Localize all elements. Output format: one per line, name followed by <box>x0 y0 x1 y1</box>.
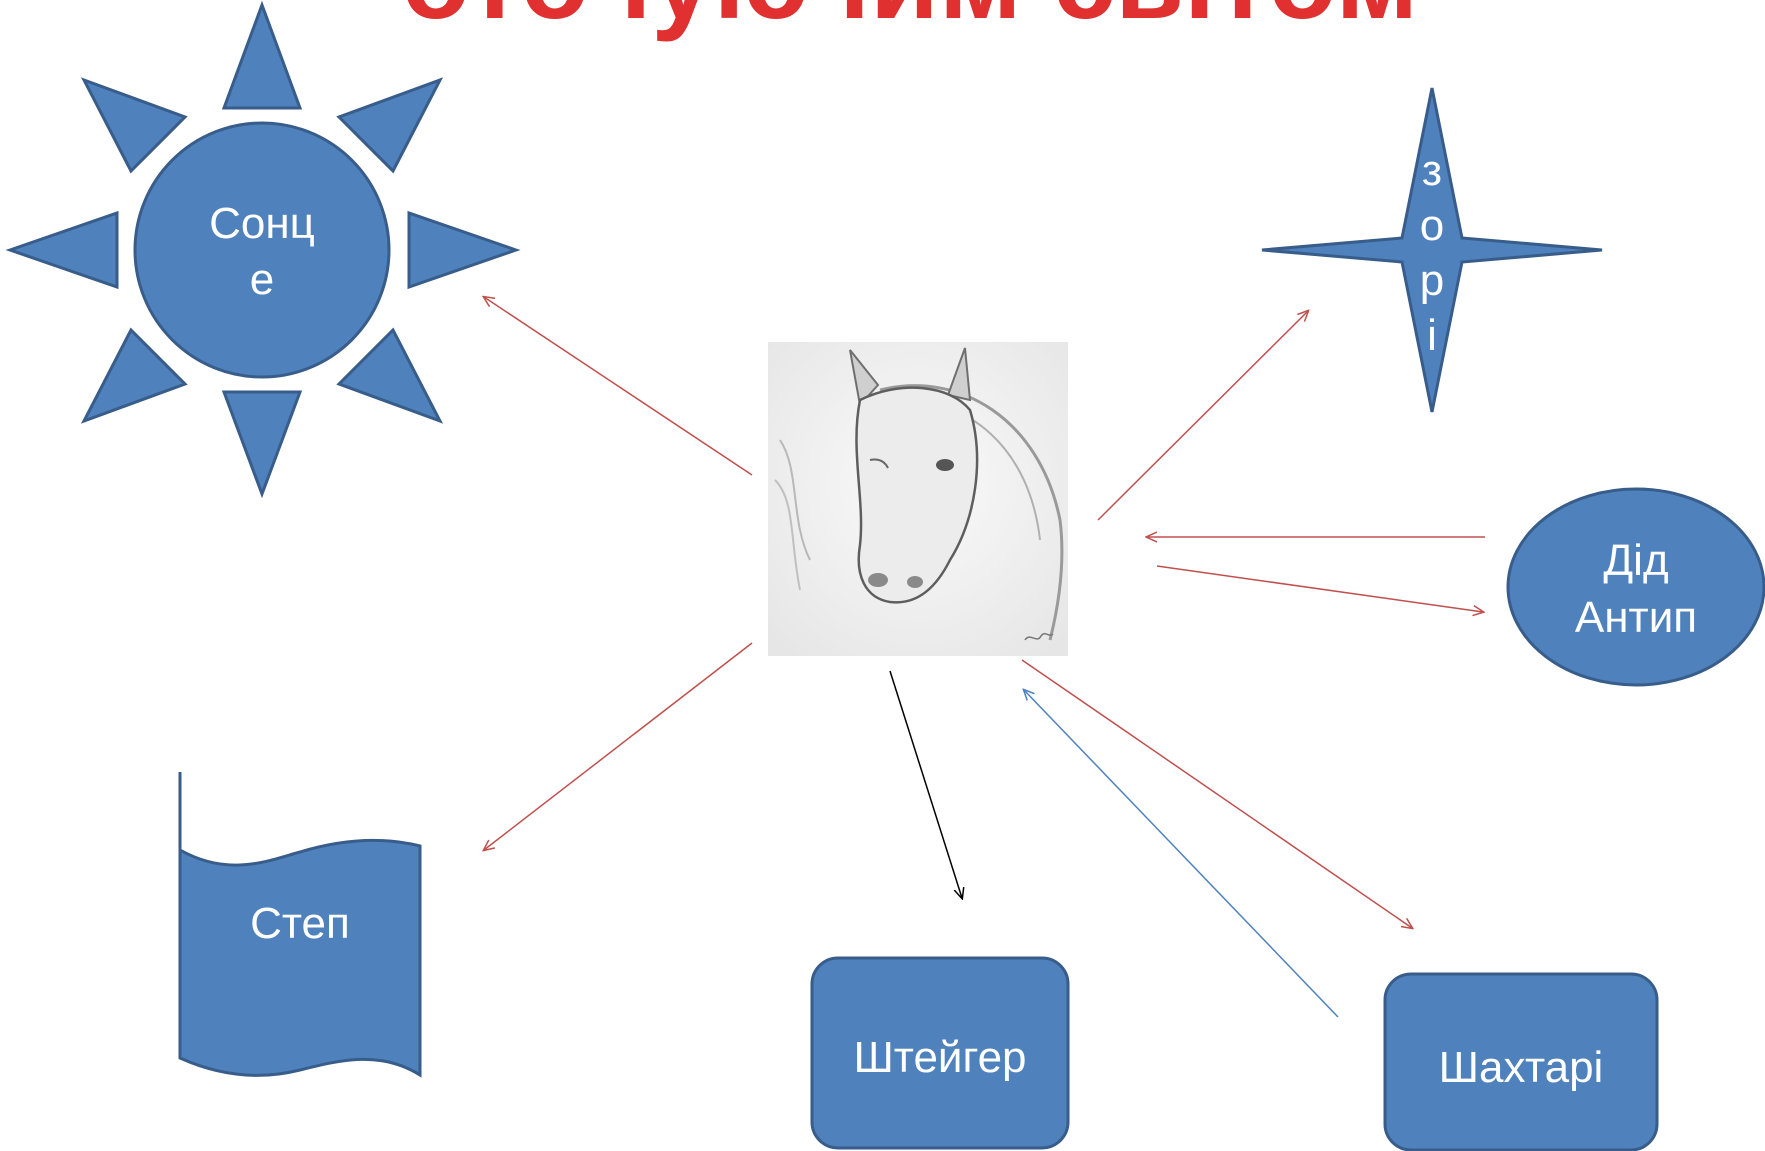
star-letter-3: р <box>1420 256 1444 305</box>
ded-antyp-label-line2: Антип <box>1575 593 1697 642</box>
sun-label-line2: е <box>250 255 274 304</box>
star-letter-4: і <box>1427 311 1437 360</box>
shteiger-shape <box>810 956 1070 1150</box>
arrow-to-sun <box>484 297 753 476</box>
horse-image <box>768 342 1068 656</box>
sun-label-line1: Сонц <box>209 199 315 248</box>
ded-antyp-shape <box>1506 487 1765 687</box>
arrow-to-step <box>484 642 753 850</box>
shteiger-label: Штейгер <box>853 1033 1026 1082</box>
arrow-to-shteiger <box>889 670 962 898</box>
ded-antyp-label-line1: Дід <box>1603 536 1668 585</box>
step-label: Степ <box>250 899 350 948</box>
arrow-to-ded-antyp <box>1156 565 1483 612</box>
arrow-from-shakhtari <box>1024 690 1339 1018</box>
arrow-to-stars <box>1097 311 1308 521</box>
shakhtari-label: Шахтарі <box>1439 1043 1604 1092</box>
star-letter-2: о <box>1420 201 1444 250</box>
step-shape <box>178 772 422 1078</box>
arrow-to-shakhtari <box>1021 659 1412 928</box>
page-title: оточуючим світом <box>402 0 1419 42</box>
star-letter-1: з <box>1422 146 1442 195</box>
sun-shape <box>5 0 521 499</box>
shakhtari-shape <box>1383 972 1659 1151</box>
star-shape <box>1261 87 1603 413</box>
